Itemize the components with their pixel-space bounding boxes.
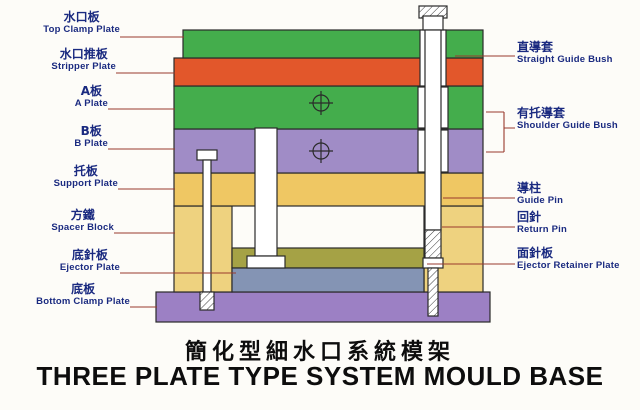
register-mark-a [309,91,333,115]
label-a-plate-en: A Plate [74,98,108,109]
label-support-plate: 托板 Support Plate [54,164,118,189]
label-spacer-block-en: Spacer Block [51,222,114,233]
label-stripper-plate-en: Stripper Plate [51,61,116,72]
label-bottom-clamp-plate-zh: 底板 [71,282,96,296]
label-guide-pin-en: Guide Pin [517,195,564,206]
label-b-plate-en: B Plate [74,138,108,149]
guide-pin-collar [422,15,444,31]
label-ejector-plate: 底針板 Ejector Plate [60,248,120,273]
label-ejector-plate-en: Ejector Plate [59,262,120,273]
label-stripper-plate: 水口推板 Stripper Plate [51,47,116,72]
return-pin-head [422,257,444,269]
label-top-clamp-plate-en: Top Clamp Plate [43,24,120,35]
label-b-plate: B板 B Plate [74,124,108,149]
puller-bolt-shaft [202,159,212,293]
drawing-shapes [155,5,491,323]
ejector-plate-shape [231,267,425,293]
guide-pin-shaft [424,29,442,231]
label-shoulder-guide-bush-en: Shoulder Guide Bush [517,120,618,131]
puller-bolt-head [196,149,218,161]
label-straight-guide-bush-en: Straight Guide Bush [517,54,613,65]
label-shoulder-guide-bush-zh: 有托導套 [517,106,566,120]
leader-bracket-shoulder-guide-bush [486,111,515,153]
label-a-plate: A板 A Plate [75,84,108,109]
label-ejector-plate-zh: 底針板 [71,248,108,262]
support-pillar-shape [254,127,278,257]
label-spacer-block: 方鐵 Spacer Block [51,208,114,233]
label-shoulder-guide-bush: 有托導套 Shoulder Guide Bush [517,106,618,131]
label-return-pin-zh: 回針 [517,210,542,224]
label-guide-pin-zh: 導柱 [517,181,542,195]
label-top-clamp-plate: 水口板 Top Clamp Plate [43,10,120,35]
label-bottom-clamp-plate-en: Bottom Clamp Plate [36,296,130,307]
puller-bolt-tip-hatch [200,292,214,310]
label-top-clamp-plate-zh: 水口板 [63,10,100,24]
guide-pin-head-hatch [419,6,447,18]
guide-pin-lower-hatch [425,230,441,258]
title-english: THREE PLATE TYPE SYSTEM MOULD BASE [36,361,604,391]
label-guide-pin: 導柱 Guide Pin [517,181,563,206]
title-chinese: 簡化型細水口系統模架 [184,340,455,365]
label-straight-guide-bush-zh: 直導套 [517,40,554,54]
label-straight-guide-bush: 直導套 Straight Guide Bush [517,40,613,65]
leader-lines [108,36,515,308]
label-ejector-retainer-plate-en: Ejector Retainer Plate [517,260,620,271]
label-support-plate-zh: 托板 [73,164,98,178]
label-a-plate-zh: A板 [80,84,103,98]
label-ejector-retainer-plate: 面針板 Ejector Retainer Plate [517,246,620,271]
label-bottom-clamp-plate: 底板 Bottom Clamp Plate [36,282,130,307]
label-spacer-block-zh: 方鐵 [70,208,95,222]
label-return-pin: 回針 Return Pin [517,210,567,235]
label-stripper-plate-zh: 水口推板 [59,47,108,61]
return-pin-shaft-hatch [428,268,438,316]
label-support-plate-en: Support Plate [53,178,118,189]
label-return-pin-en: Return Pin [517,224,568,235]
register-mark-b [309,139,333,163]
support-pillar-foot [246,255,286,269]
label-ejector-retainer-plate-zh: 面針板 [517,246,554,260]
label-b-plate-zh: B板 [80,124,102,138]
